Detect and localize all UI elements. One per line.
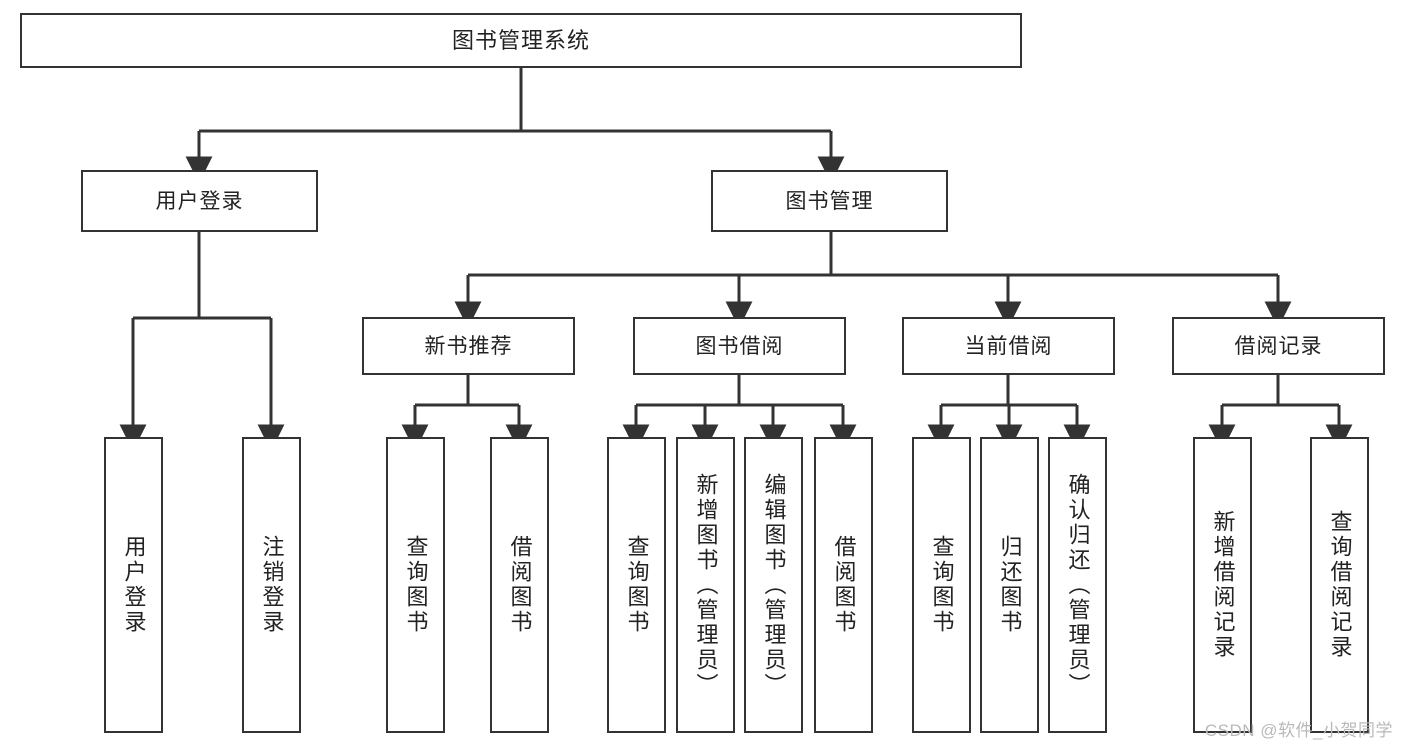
leaf-borrow-books-new-book[interactable]: 借阅图书 <box>490 437 549 733</box>
node-label: 新增借阅记录 <box>1210 510 1236 660</box>
csdn-watermark: CSDN @软件_小贺同学 <box>1204 721 1393 740</box>
node-label: 编辑图书（管理员） <box>761 472 787 698</box>
node-label: 用户登录 <box>121 535 147 635</box>
node-label: 图书管理系统 <box>451 27 590 53</box>
leaf-edit-book-admin[interactable]: 编辑图书（管理员） <box>744 437 803 733</box>
node-label: 新增图书（管理员） <box>693 472 719 698</box>
node-book-borrowing[interactable]: 图书借阅 <box>633 317 846 375</box>
leaf-user-login[interactable]: 用户登录 <box>104 437 163 733</box>
leaf-borrow-books-borrowing[interactable]: 借阅图书 <box>814 437 873 733</box>
node-label: 查询图书 <box>624 535 650 635</box>
leaf-query-borrowing-record[interactable]: 查询借阅记录 <box>1310 437 1369 733</box>
node-root-book-management-system[interactable]: 图书管理系统 <box>20 13 1022 68</box>
node-label: 用户登录 <box>155 189 244 213</box>
node-borrowing-records[interactable]: 借阅记录 <box>1172 317 1385 375</box>
leaf-confirm-return-admin[interactable]: 确认归还（管理员） <box>1048 437 1107 733</box>
node-label: 当前借阅 <box>964 334 1053 358</box>
leaf-query-books-borrowing[interactable]: 查询图书 <box>607 437 666 733</box>
node-label: 查询借阅记录 <box>1327 510 1353 660</box>
node-label: 归还图书 <box>997 535 1023 635</box>
node-label: 借阅记录 <box>1234 334 1323 358</box>
node-user-login[interactable]: 用户登录 <box>81 170 318 232</box>
node-label: 借阅图书 <box>507 535 533 635</box>
node-label: 注销登录 <box>259 535 285 635</box>
node-label: 确认归还（管理员） <box>1065 472 1091 698</box>
node-label: 查询图书 <box>929 535 955 635</box>
leaf-return-books[interactable]: 归还图书 <box>980 437 1039 733</box>
node-label: 借阅图书 <box>831 535 857 635</box>
node-label: 图书借阅 <box>695 334 784 358</box>
leaf-logout[interactable]: 注销登录 <box>242 437 301 733</box>
node-label: 查询图书 <box>403 535 429 635</box>
leaf-add-borrowing-record[interactable]: 新增借阅记录 <box>1193 437 1252 733</box>
node-label: 图书管理 <box>785 189 874 213</box>
node-current-borrowing[interactable]: 当前借阅 <box>902 317 1115 375</box>
leaf-add-book-admin[interactable]: 新增图书（管理员） <box>676 437 735 733</box>
node-book-management[interactable]: 图书管理 <box>711 170 948 232</box>
leaf-query-books-current[interactable]: 查询图书 <box>912 437 971 733</box>
node-label: 新书推荐 <box>424 334 513 358</box>
leaf-query-books-new-book[interactable]: 查询图书 <box>386 437 445 733</box>
node-new-book-recommendation[interactable]: 新书推荐 <box>362 317 575 375</box>
